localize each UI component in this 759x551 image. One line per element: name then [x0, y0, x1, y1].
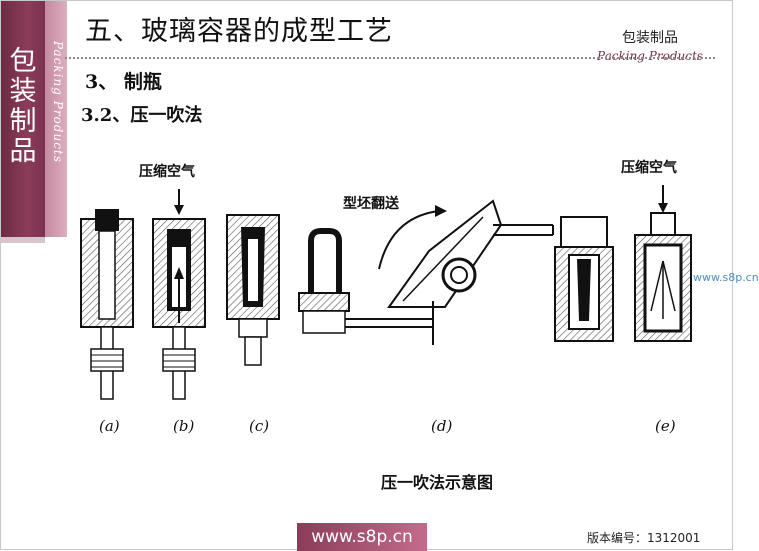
header-divider — [65, 57, 715, 59]
section-heading: 3、 制瓶 — [85, 71, 162, 93]
brand-logo: 包装制品 Packing Products — [585, 27, 715, 63]
stage-label-b: (b) — [173, 417, 195, 435]
version-number: 版本编号：1312001 — [587, 531, 701, 545]
side-subtitle: Packing Products — [51, 41, 65, 163]
side-title: 包装制品 — [9, 46, 37, 167]
label-parison-transfer: 型坯翻送 — [343, 196, 399, 212]
band-shadow — [1, 237, 45, 243]
stage-label-c: (c) — [249, 417, 270, 435]
stage-e-mold — [634, 185, 692, 342]
band-light — [45, 1, 67, 237]
stage-label-d: (d) — [431, 417, 453, 435]
stage-label-e: (e) — [655, 417, 676, 435]
side-brand-band: 包装制品 Packing Products — [1, 1, 67, 243]
stage-b-mold — [152, 189, 206, 400]
figure-caption: 压一吹法示意图 — [381, 473, 494, 492]
brand-en: Packing Products — [597, 49, 703, 63]
press-blow-diagram: 压缩空气 压缩空气 型坯翻送 (a) (b) (c) (d) (e) www.s… — [73, 151, 759, 506]
stage-a-mold — [80, 209, 134, 400]
band-dark — [1, 1, 45, 237]
brand-cn: 包装制品 — [622, 30, 678, 46]
parison-transfer — [298, 228, 433, 334]
label-compressed-air-left: 压缩空气 — [139, 164, 195, 180]
stage-d-blow-mold — [554, 216, 614, 342]
stage-c-mold — [226, 214, 280, 366]
label-compressed-air-right: 压缩空气 — [621, 160, 677, 176]
footer-site-link[interactable]: www.s8p.cn — [297, 523, 427, 551]
page-title: 五、玻璃容器的成型工艺 — [85, 16, 393, 47]
subsection-heading: 3.2、压一吹法 — [81, 105, 203, 126]
diagram-drawing — [80, 185, 692, 400]
figure-watermark: www.s8p.cn — [693, 271, 759, 284]
stage-d-transfer-arm — [378, 199, 554, 345]
stage-label-a: (a) — [99, 417, 120, 435]
